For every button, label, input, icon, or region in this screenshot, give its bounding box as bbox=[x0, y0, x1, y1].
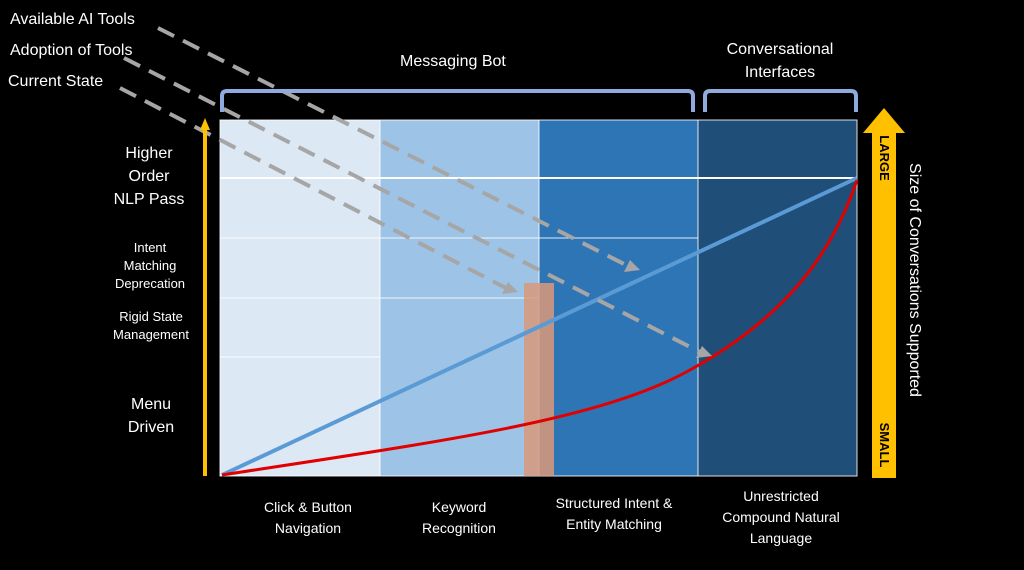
arrowhead-available bbox=[624, 260, 640, 272]
y-intent-line-3: Deprecation bbox=[114, 276, 186, 291]
x-stage-structured: Structured Intent & Entity Matching bbox=[529, 493, 699, 535]
zone-structured bbox=[539, 120, 698, 476]
y-higher-line-2: Order bbox=[128, 168, 170, 185]
x-structured-line-1: Structured Intent & bbox=[555, 495, 673, 511]
legend-current-state: Current State bbox=[8, 73, 104, 90]
x-keyword-line-1: Keyword bbox=[431, 499, 487, 515]
y-higher-line-1: Higher bbox=[125, 145, 173, 162]
x-click-line-1: Click & Button bbox=[264, 499, 352, 515]
y-rigid-line-1: Rigid State bbox=[119, 309, 183, 324]
x-stage-keyword: Keyword Recognition bbox=[379, 497, 539, 539]
legend-adoption-of-tools: Adoption of Tools bbox=[10, 42, 133, 59]
legend-available-ai-tools: Available AI Tools bbox=[10, 11, 135, 28]
arrowhead-current bbox=[502, 282, 518, 294]
dashed-arrows bbox=[119, 26, 701, 354]
y-menu-line-2: Driven bbox=[127, 419, 175, 436]
y-intent-line-1: Intent bbox=[133, 240, 167, 255]
x-click-line-2: Navigation bbox=[274, 520, 342, 536]
y-level-rigid-state: Rigid State Management bbox=[100, 308, 202, 344]
y-level-intent-matching: Intent Matching Deprecation bbox=[100, 239, 200, 293]
y-higher-line-3: NLP Pass bbox=[113, 191, 185, 208]
right-axis-title: Size of Conversations Supported bbox=[906, 163, 923, 397]
x-unrestricted-line-2: Compound Natural bbox=[722, 509, 840, 525]
messaging-bot-label: Messaging Bot bbox=[400, 53, 506, 70]
left-axis-arrowhead bbox=[200, 118, 210, 130]
right-size-arrow bbox=[863, 108, 905, 478]
y-level-higher-order: Higher Order NLP Pass bbox=[100, 142, 198, 211]
messaging-bot-bracket bbox=[220, 89, 695, 112]
x-keyword-line-2: Recognition bbox=[422, 520, 496, 536]
conversational-line-2: Interfaces bbox=[744, 64, 816, 81]
x-stage-unrestricted: Unrestricted Compound Natural Language bbox=[696, 486, 866, 549]
x-structured-line-2: Entity Matching bbox=[566, 516, 662, 532]
conversational-interfaces-label: Conversational Interfaces bbox=[705, 40, 855, 82]
arrowhead-adoption bbox=[696, 346, 712, 358]
small-label: SMALL bbox=[877, 422, 892, 468]
red-growth-curve bbox=[221, 179, 859, 477]
large-label: LARGE bbox=[877, 135, 892, 181]
conversational-bracket bbox=[703, 89, 858, 112]
zone-unrestricted bbox=[698, 120, 857, 476]
y-intent-line-2: Matching bbox=[123, 258, 177, 273]
y-rigid-line-2: Management bbox=[113, 327, 189, 342]
x-unrestricted-line-1: Unrestricted bbox=[743, 488, 819, 504]
y-level-menu-driven: Menu Driven bbox=[100, 393, 202, 439]
y-menu-line-1: Menu bbox=[130, 396, 172, 413]
conversational-line-1: Conversational bbox=[726, 41, 834, 58]
x-unrestricted-line-3: Language bbox=[749, 530, 813, 546]
current-state-marker bbox=[524, 283, 554, 476]
blue-growth-line bbox=[221, 176, 858, 477]
x-stage-click-button: Click & Button Navigation bbox=[228, 497, 388, 539]
